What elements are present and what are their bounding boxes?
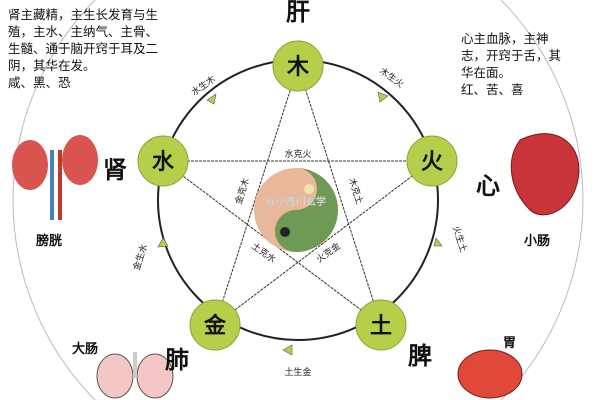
heart-text-line: 华在面。 <box>461 65 512 80</box>
label-water-fire: 水克火 <box>284 148 311 160</box>
organ-spleen: 脾 <box>408 342 432 370</box>
element-water: 水 <box>152 150 175 175</box>
kidney-text-line: 殖，主水、主纳气、主骨、 <box>8 24 159 39</box>
label-bladder: 膀胱 <box>36 234 63 249</box>
arrow-metal-water <box>157 237 169 248</box>
controlling-star <box>162 65 433 326</box>
label-stomach: 胃 <box>503 336 517 351</box>
label-wood-earth: 木克土 <box>346 176 366 205</box>
kidney-illustration <box>12 135 98 220</box>
kidney-text-line: 阴，其华在发。 <box>8 58 96 73</box>
outer-ring-left <box>12 0 96 400</box>
node-wood <box>272 40 324 92</box>
element-nodes <box>137 40 458 351</box>
organ-liver: 肝 <box>286 0 310 26</box>
yin-yang-symbol <box>254 168 338 252</box>
heart-illustration <box>510 133 580 216</box>
outer-ring-right <box>500 0 584 400</box>
label-fire-earth: 火生土 <box>450 224 470 253</box>
arrowheads <box>157 91 443 356</box>
label-metal-wood: 金克木 <box>232 176 252 205</box>
label-large-intestine: 大肠 <box>72 342 99 357</box>
heart-text-line: 心主血脉，主神 <box>461 31 549 46</box>
element-labels: 木 火 土 金 水 <box>152 55 443 339</box>
heart-text-line: 红、苦、喜 <box>461 82 524 97</box>
arrow-water-wood <box>206 93 217 105</box>
heart-description: 心主血脉，主神 志，开窍于舌，其 华在面。 红、苦、喜 <box>461 30 561 98</box>
node-water <box>137 135 189 187</box>
arrow-earth-metal <box>282 344 293 356</box>
organ-lung: 肺 <box>165 346 189 374</box>
wood-controls-earth-line <box>297 65 382 326</box>
kidney-text-line: 生髓、通于脑开窍于耳及二 <box>8 41 159 56</box>
node-earth <box>355 299 407 351</box>
arrow-fire-earth <box>433 237 443 247</box>
lung-illustration <box>96 352 174 399</box>
kidney-text-line: 咸、黑、恐 <box>8 75 71 90</box>
label-metal-water: 金生水 <box>130 242 150 271</box>
element-earth: 土 <box>370 314 392 339</box>
label-water-wood: 水生木 <box>189 73 218 98</box>
kidney-description: 肾主藏精，主生长发育与生 殖，主水、主纳气、主骨、 生髓、通于脑开窍于耳及二 阴… <box>8 6 158 91</box>
organ-kidney: 肾 <box>103 156 127 184</box>
label-small-intestine: 小肠 <box>524 234 551 249</box>
watermark: @小奇门玄学 <box>266 195 326 208</box>
element-metal: 金 <box>203 313 227 339</box>
label-wood-fire: 木生火 <box>377 65 406 90</box>
node-metal <box>189 299 241 351</box>
organ-heart: 心 <box>476 172 500 200</box>
metal-controls-wood-line <box>214 65 299 326</box>
kidney-text-line: 肾主藏精，主生长发育与生 <box>8 7 159 22</box>
element-fire: 火 <box>421 150 443 175</box>
stomach-illustration <box>457 349 523 399</box>
element-wood: 木 <box>286 55 310 80</box>
heart-text-line: 志，开窍于舌，其 <box>461 48 562 63</box>
label-earth-metal: 土生金 <box>284 366 311 378</box>
fire-controls-metal-line <box>214 160 433 326</box>
node-fire <box>406 135 458 187</box>
arrow-wood-fire <box>377 91 389 103</box>
